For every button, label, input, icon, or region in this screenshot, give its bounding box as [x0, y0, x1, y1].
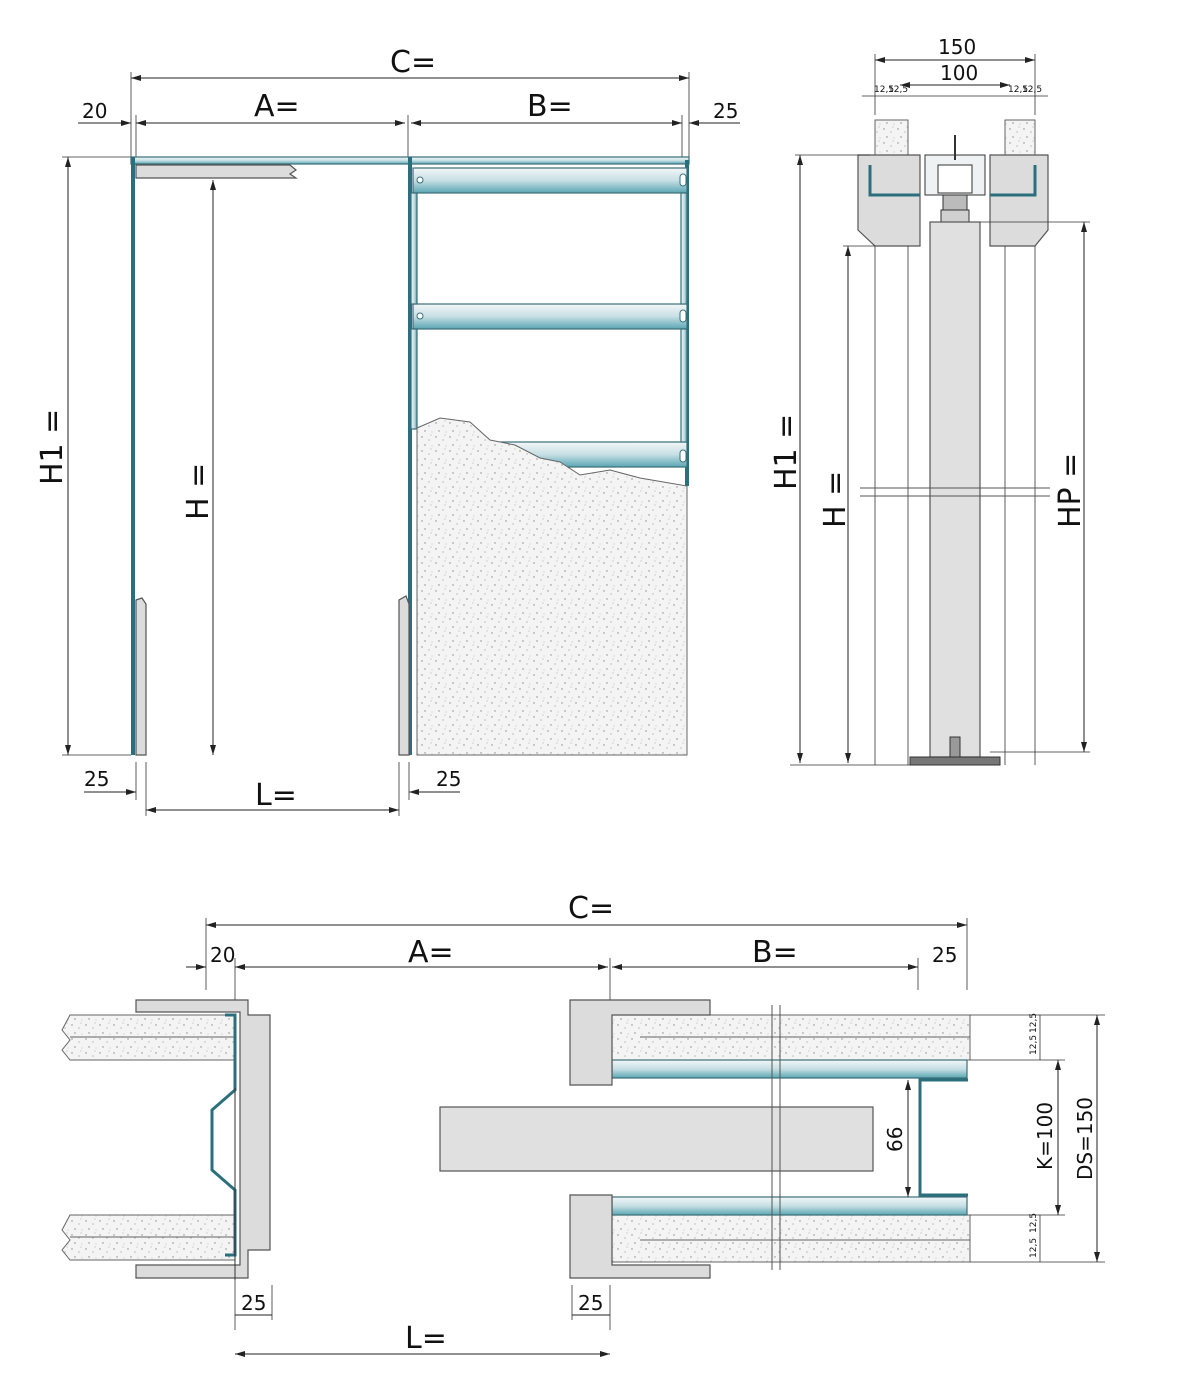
section-small-left2: 12,5 — [888, 85, 908, 95]
pocket-top-jamb — [569, 999, 711, 1086]
plaster-board — [416, 417, 688, 756]
left-wall-top-boards — [61, 1014, 236, 1061]
plan-view: C= A= B= 20 25 66 — [61, 891, 1105, 1357]
plan-small-2: 12,5 — [1029, 1035, 1039, 1055]
front-view: C= A= B= 20 25 H1 = H = — [35, 45, 740, 816]
front-a-label: A= — [254, 89, 300, 124]
front-h1-label: H1 = — [35, 409, 70, 485]
section-hp-label: HP = — [1053, 453, 1088, 528]
plan-l-label: L= — [405, 1321, 447, 1356]
front-right-offset: 25 — [713, 99, 738, 123]
front-b-label: B= — [527, 89, 573, 124]
front-bottom-left-offset: 25 — [84, 767, 109, 791]
front-bottom-right-offset: 25 — [436, 767, 461, 791]
front-c-label: C= — [390, 45, 436, 80]
left-header-block — [857, 154, 921, 247]
pocket-bottom-jamb — [569, 1194, 711, 1279]
front-left-offset: 20 — [82, 99, 107, 123]
section-h1-label: H1 = — [769, 414, 804, 490]
left-lower-trim — [135, 597, 147, 756]
section-small-right: 12,5 — [1008, 85, 1028, 95]
section-view: 150 100 12,5 12,5 12,5 12,5 — [769, 35, 1090, 766]
plan-bottom-right-offset: 25 — [578, 1291, 603, 1315]
pocket-bottom-rail — [611, 1196, 968, 1216]
plan-right-offset: 25 — [932, 943, 957, 967]
section-width-inner: 100 — [940, 61, 978, 85]
plan-small-3: 12,5 — [1029, 1213, 1039, 1233]
plan-small-4: 12,5 — [1029, 1238, 1039, 1258]
plan-door-slab — [439, 1106, 874, 1172]
plan-bottom-left-offset: 25 — [241, 1291, 266, 1315]
right-header-block — [989, 154, 1049, 247]
section-small-right2: 12,5 — [1022, 85, 1042, 95]
plan-c-label: C= — [568, 891, 614, 926]
plan-k-label: K=100 — [1033, 1102, 1057, 1170]
section-width-outer: 150 — [938, 35, 976, 59]
plan-dim-66: 66 — [883, 1127, 907, 1152]
plan-b-label: B= — [752, 935, 798, 970]
front-l-label: L= — [255, 778, 297, 813]
section-small-left: 12,5 — [874, 85, 894, 95]
crossbar-2 — [412, 303, 688, 330]
pocket-top-rail — [611, 1059, 968, 1079]
plan-ds-label: DS=150 — [1073, 1097, 1097, 1180]
crossbar-1 — [412, 167, 688, 194]
right-lower-trim — [398, 595, 410, 756]
plan-a-label: A= — [408, 935, 454, 970]
header-trim — [135, 164, 298, 179]
pocket-top-boards — [609, 1014, 971, 1061]
front-h-label: H = — [181, 463, 216, 520]
plan-left-offset: 20 — [210, 943, 235, 967]
pocket-bottom-boards — [609, 1214, 971, 1263]
section-h-label: H = — [818, 471, 853, 528]
section-door-leaf — [929, 221, 981, 758]
left-wall-bottom-boards — [61, 1214, 236, 1261]
floor-guide — [909, 756, 1001, 766]
plan-small-1: 12,5 — [1029, 1013, 1039, 1033]
left-jamb-plan — [135, 999, 271, 1279]
